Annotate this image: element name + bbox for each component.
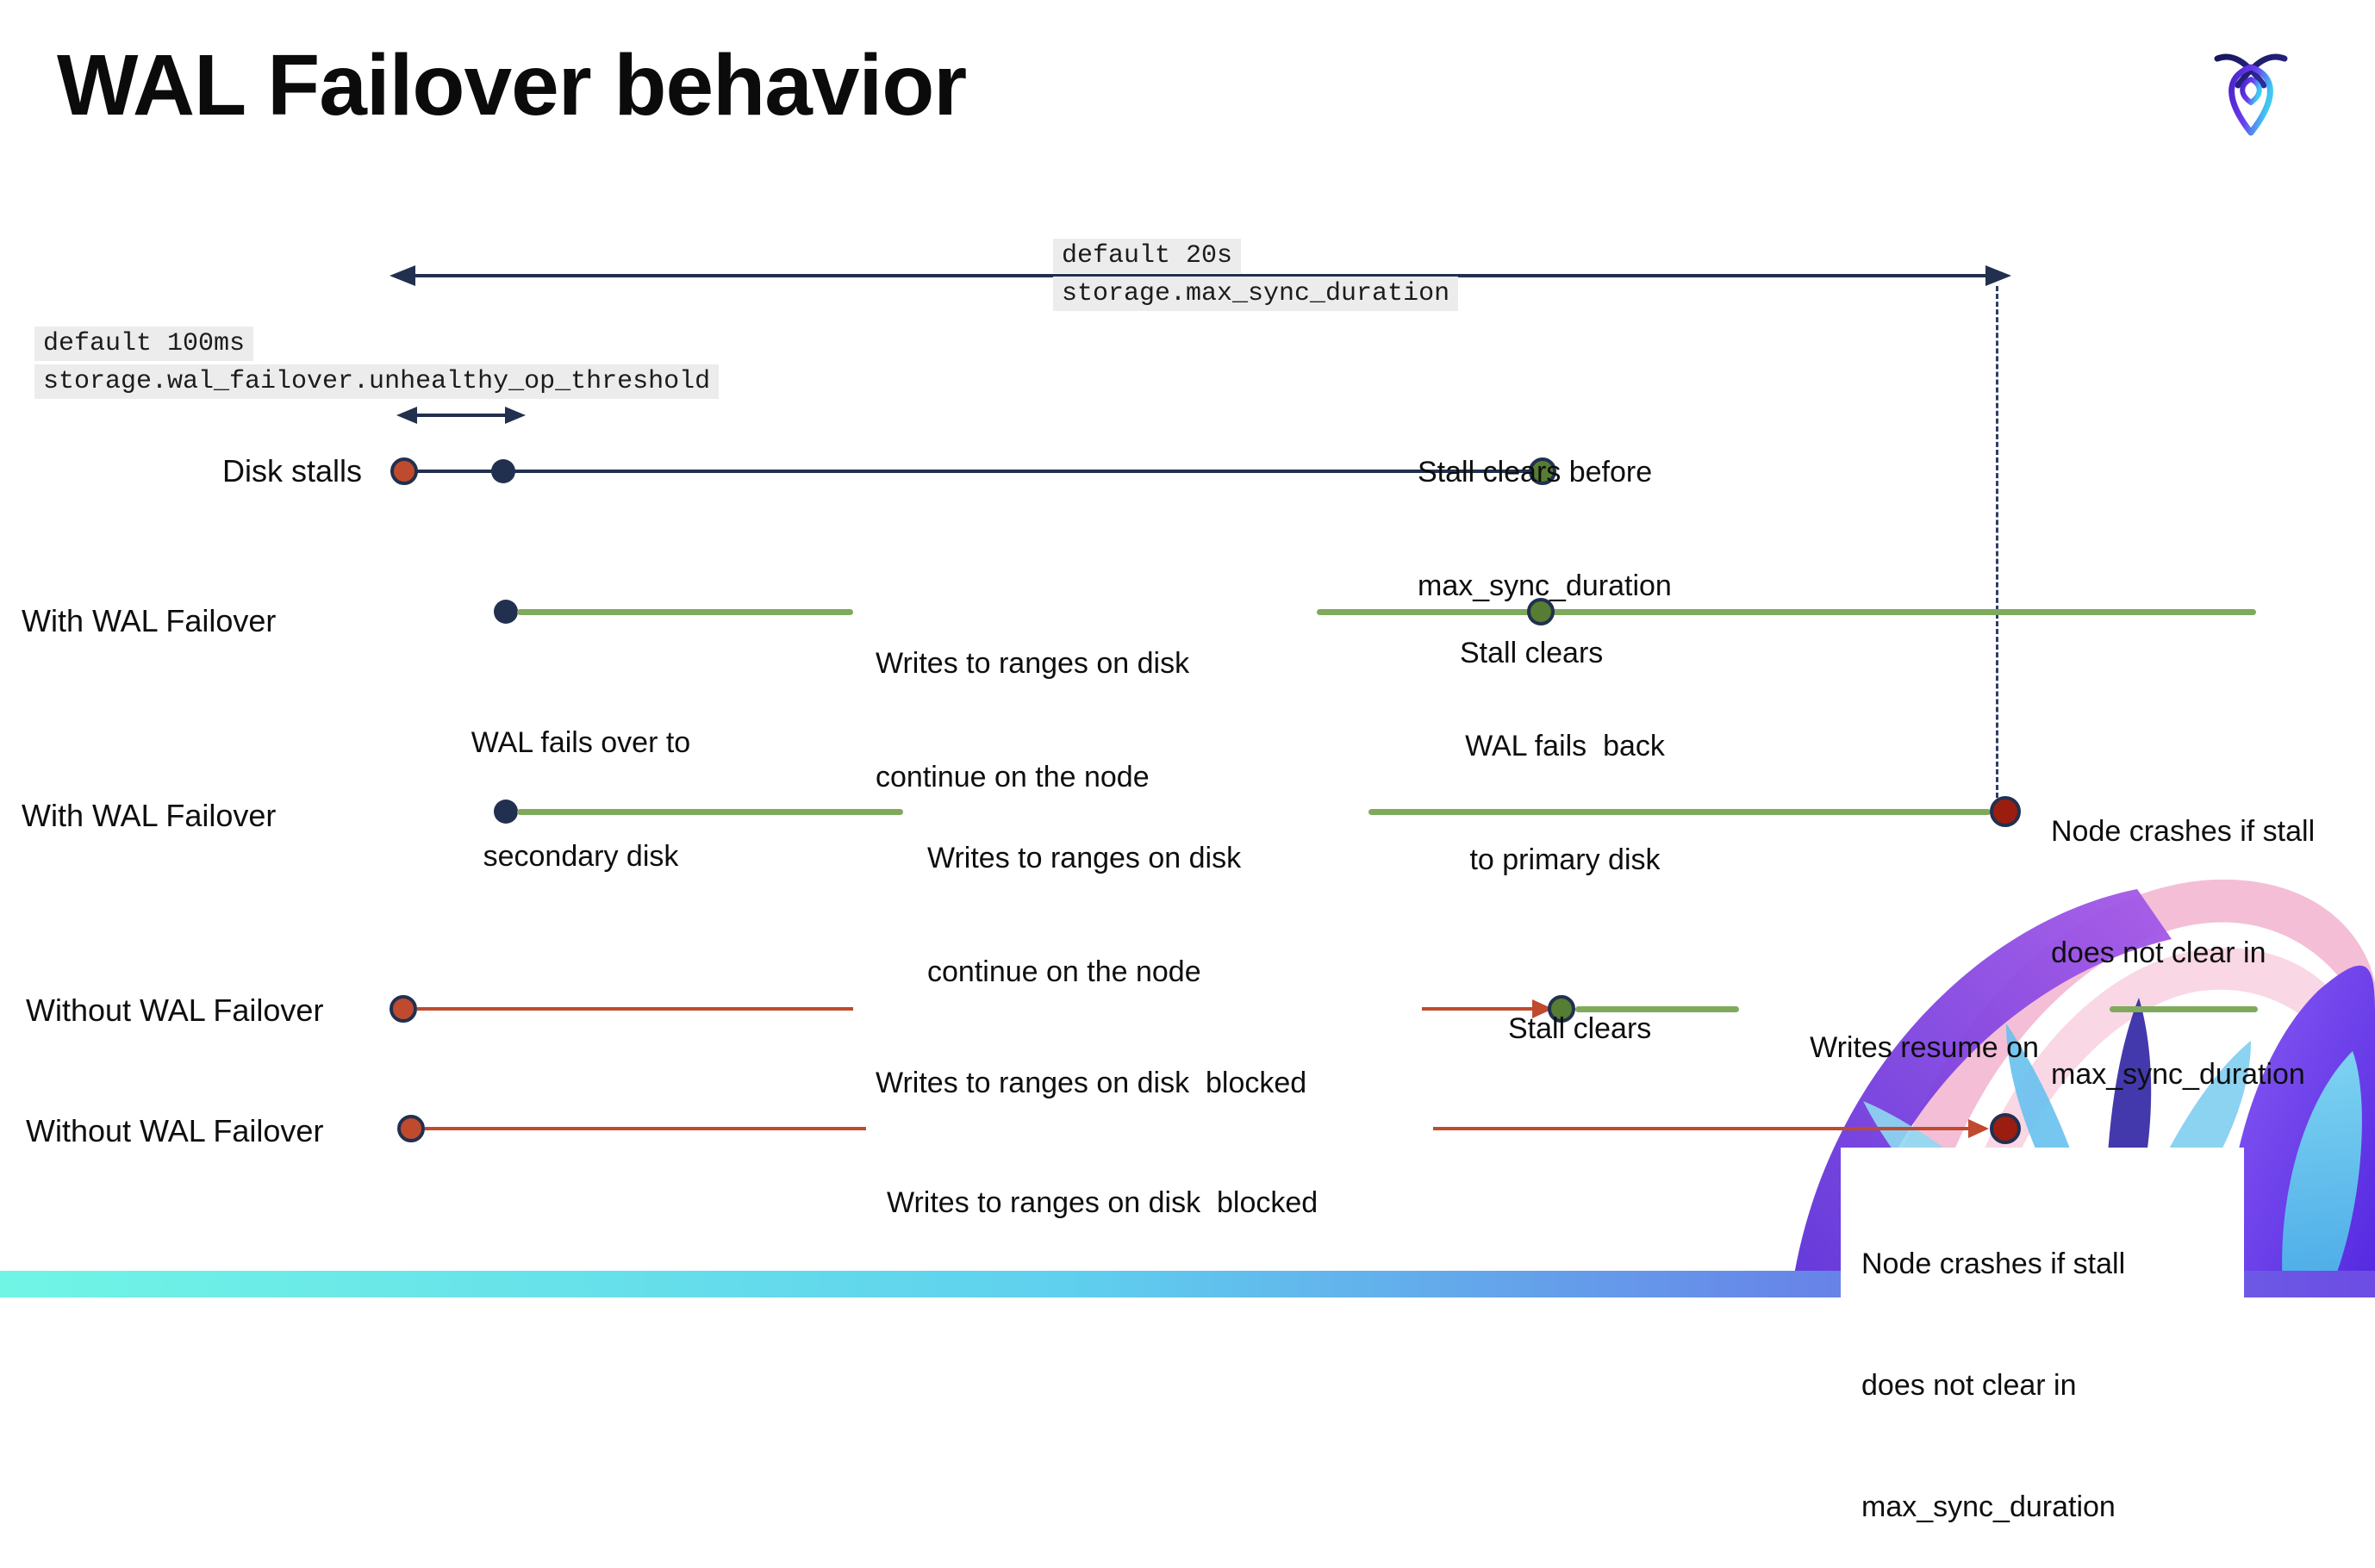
writes-continue-line-1b [1317, 609, 2256, 615]
row-label-with-wal-failover-2: With WAL Failover [22, 798, 277, 833]
failover-start-dot-2 [494, 800, 518, 824]
note-line: to primary disk [1469, 843, 1661, 876]
writes-blocked-arrow-head-2 [1968, 1119, 1989, 1138]
note-line: max_sync_duration [2051, 1058, 2305, 1091]
note-node-crash-2: Node crashes if stall does not clear in … [1861, 1163, 2125, 1568]
slide-canvas: { "title": "WAL Failover behavior", "ico… [0, 37, 2375, 1523]
note-stall-clears-2: Stall clears [1508, 934, 1651, 1086]
writes-blocked-line-1a [417, 1007, 853, 1011]
note-line: Node crashes if stall [1861, 1248, 2126, 1280]
writes-continue-line-2b [1368, 809, 1991, 815]
row-label-without-wal-failover-2: Without WAL Failover [26, 1113, 324, 1148]
note-writes-continue-1: Writes to ranges on disk continue on the… [876, 569, 1189, 834]
writes-resume-line-1b [2110, 1006, 2258, 1012]
unhealthy-op-arrow-left-head [396, 407, 417, 424]
max-sync-duration-arrow-right-head [1985, 265, 2011, 286]
note-stall-clears-before: Stall clears before max_sync_duration [1418, 377, 1672, 643]
stall-clears-dot-1 [1527, 598, 1555, 625]
disk-stall-timeline [405, 470, 1534, 473]
max-sync-duration-arrow-line [405, 274, 1991, 277]
note-stall-clears-1: Stall clears [1460, 558, 1603, 710]
max-sync-duration-arrow-left-head [390, 265, 415, 286]
note-line: max_sync_duration [1418, 569, 1672, 602]
stall-clears-early-dot [1529, 457, 1556, 485]
failover-threshold-dot [491, 459, 515, 483]
note-wal-fails-back: WAL fails back to primary disk [1431, 651, 1699, 917]
stall-start-dot-2 [397, 1115, 425, 1142]
unhealthy-op-arrow-right-head [505, 407, 526, 424]
note-line: Writes to ranges on disk [927, 842, 1242, 874]
note-line: max_sync_duration [1861, 1490, 2116, 1523]
note-line: WAL fails over to [471, 726, 691, 759]
note-line: WAL fails back [1465, 730, 1665, 762]
note-writes-blocked-1: Writes to ranges on disk blocked [876, 988, 1306, 1140]
node-crash-note-box [1841, 1148, 2244, 1297]
failover-start-dot-1 [494, 600, 518, 624]
note-line: continue on the node [876, 761, 1150, 793]
node-crash-dot-2 [1990, 1113, 2021, 1144]
stall-clears-dot-2 [1548, 995, 1575, 1023]
note-line: continue on the node [927, 955, 1201, 988]
unhealthy-op-default-label: default 100ms [34, 327, 254, 361]
writes-blocked-line-2b [1433, 1127, 1972, 1130]
disk-stall-start-dot [390, 457, 418, 485]
stall-start-dot-1 [390, 995, 417, 1023]
note-line: Writes to ranges on disk blocked [887, 1186, 1318, 1219]
max-sync-setting-label: storage.max_sync_duration [1053, 277, 1459, 311]
note-line: does not clear in [2051, 936, 2266, 969]
row-label-without-wal-failover-1: Without WAL Failover [26, 992, 324, 1028]
note-writes-blocked-2: Writes to ranges on disk blocked [887, 1108, 1318, 1260]
note-line: Writes resume on [1810, 1031, 2039, 1064]
note-line: Stall clears [1508, 1012, 1652, 1045]
writes-blocked-line-2a [425, 1127, 866, 1130]
row-label-disk-stalls: Disk stalls [221, 453, 362, 488]
note-line: Writes to ranges on disk blocked [876, 1067, 1307, 1099]
note-node-crash-1: Node crashes if stall does not clear in … [2051, 731, 2315, 1136]
row-label-with-wal-failover-1: With WAL Failover [22, 603, 277, 638]
max-sync-deadline-dashed-line [1996, 286, 1998, 798]
note-line: secondary disk [483, 840, 679, 873]
writes-blocked-line-1b [1422, 1007, 1536, 1011]
note-line: Node crashes if stall [2051, 815, 2316, 848]
max-sync-default-label: default 20s [1053, 239, 1242, 273]
note-wal-fails-over: WAL fails over to secondary disk [446, 648, 715, 913]
note-line: Stall clears before [1418, 456, 1653, 488]
note-line: Writes to ranges on disk [876, 647, 1190, 680]
note-line: does not clear in [1861, 1369, 2077, 1402]
cockroachdb-logo-icon [2214, 53, 2288, 136]
page-title: WAL Failover behavior [57, 37, 967, 134]
writes-continue-line-2a [517, 809, 903, 815]
unhealthy-op-setting-label: storage.wal_failover.unhealthy_op_thresh… [34, 364, 720, 399]
note-line: Stall clears [1460, 637, 1604, 669]
note-writes-continue-2: Writes to ranges on disk continue on the… [927, 763, 1241, 1029]
node-crash-dot-1 [1990, 796, 2021, 827]
writes-resume-line-1a [1575, 1006, 1739, 1012]
unhealthy-op-arrow-line [412, 414, 507, 417]
writes-continue-line-1a [517, 609, 853, 615]
